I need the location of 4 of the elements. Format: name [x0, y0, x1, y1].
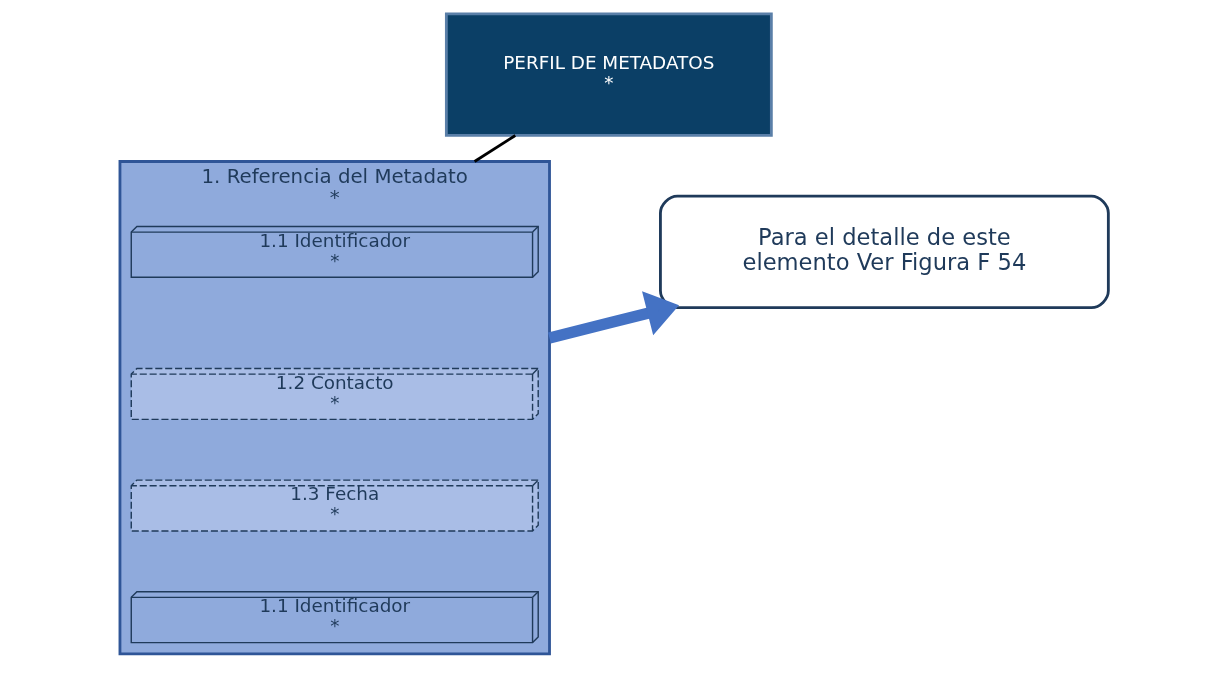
- arrow: [548, 291, 680, 344]
- node-box: Para el detalle de este elemento Ver Figura F 54: [659, 194, 1110, 310]
- node-box: PERFIL DE METADATOS *: [444, 12, 773, 137]
- connector: [473, 134, 517, 163]
